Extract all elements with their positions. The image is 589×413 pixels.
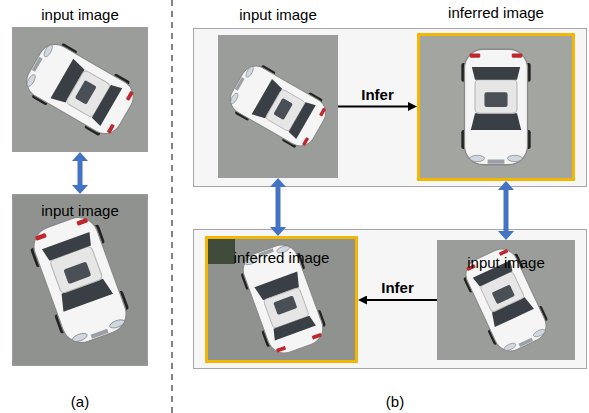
image-frame: input image — [12, 194, 148, 366]
correspondence-arrow — [504, 190, 509, 231]
divider-line — [171, 0, 172, 413]
panel-label: (b) — [386, 393, 404, 410]
correspondence-arrow — [78, 161, 83, 185]
row-panel — [194, 230, 587, 369]
photo — [205, 236, 358, 363]
image-caption: input image — [41, 6, 119, 23]
image-frame: inferred image — [417, 33, 575, 181]
arrow-label: Infer — [361, 86, 394, 103]
image-caption: input image — [467, 254, 545, 271]
image-caption: inferred image — [448, 4, 544, 21]
image-frame: input image — [12, 27, 148, 152]
arrow-label: Infer — [381, 279, 414, 296]
infer-arrow — [338, 106, 408, 108]
row-panel — [194, 29, 587, 187]
correspondence-arrow — [276, 187, 281, 227]
photo — [12, 27, 148, 152]
photo — [12, 194, 148, 366]
image-caption: input image — [239, 6, 317, 23]
infer-arrow — [367, 299, 437, 301]
photo — [218, 35, 338, 178]
image-frame: input image — [218, 35, 338, 178]
image-frame: input image — [437, 240, 575, 360]
image-caption: inferred image — [234, 249, 330, 266]
image-caption: input image — [41, 202, 119, 219]
image-frame: inferred image — [205, 236, 358, 363]
photo — [417, 33, 575, 181]
panel-label: (a) — [71, 393, 89, 410]
photo — [437, 240, 575, 360]
